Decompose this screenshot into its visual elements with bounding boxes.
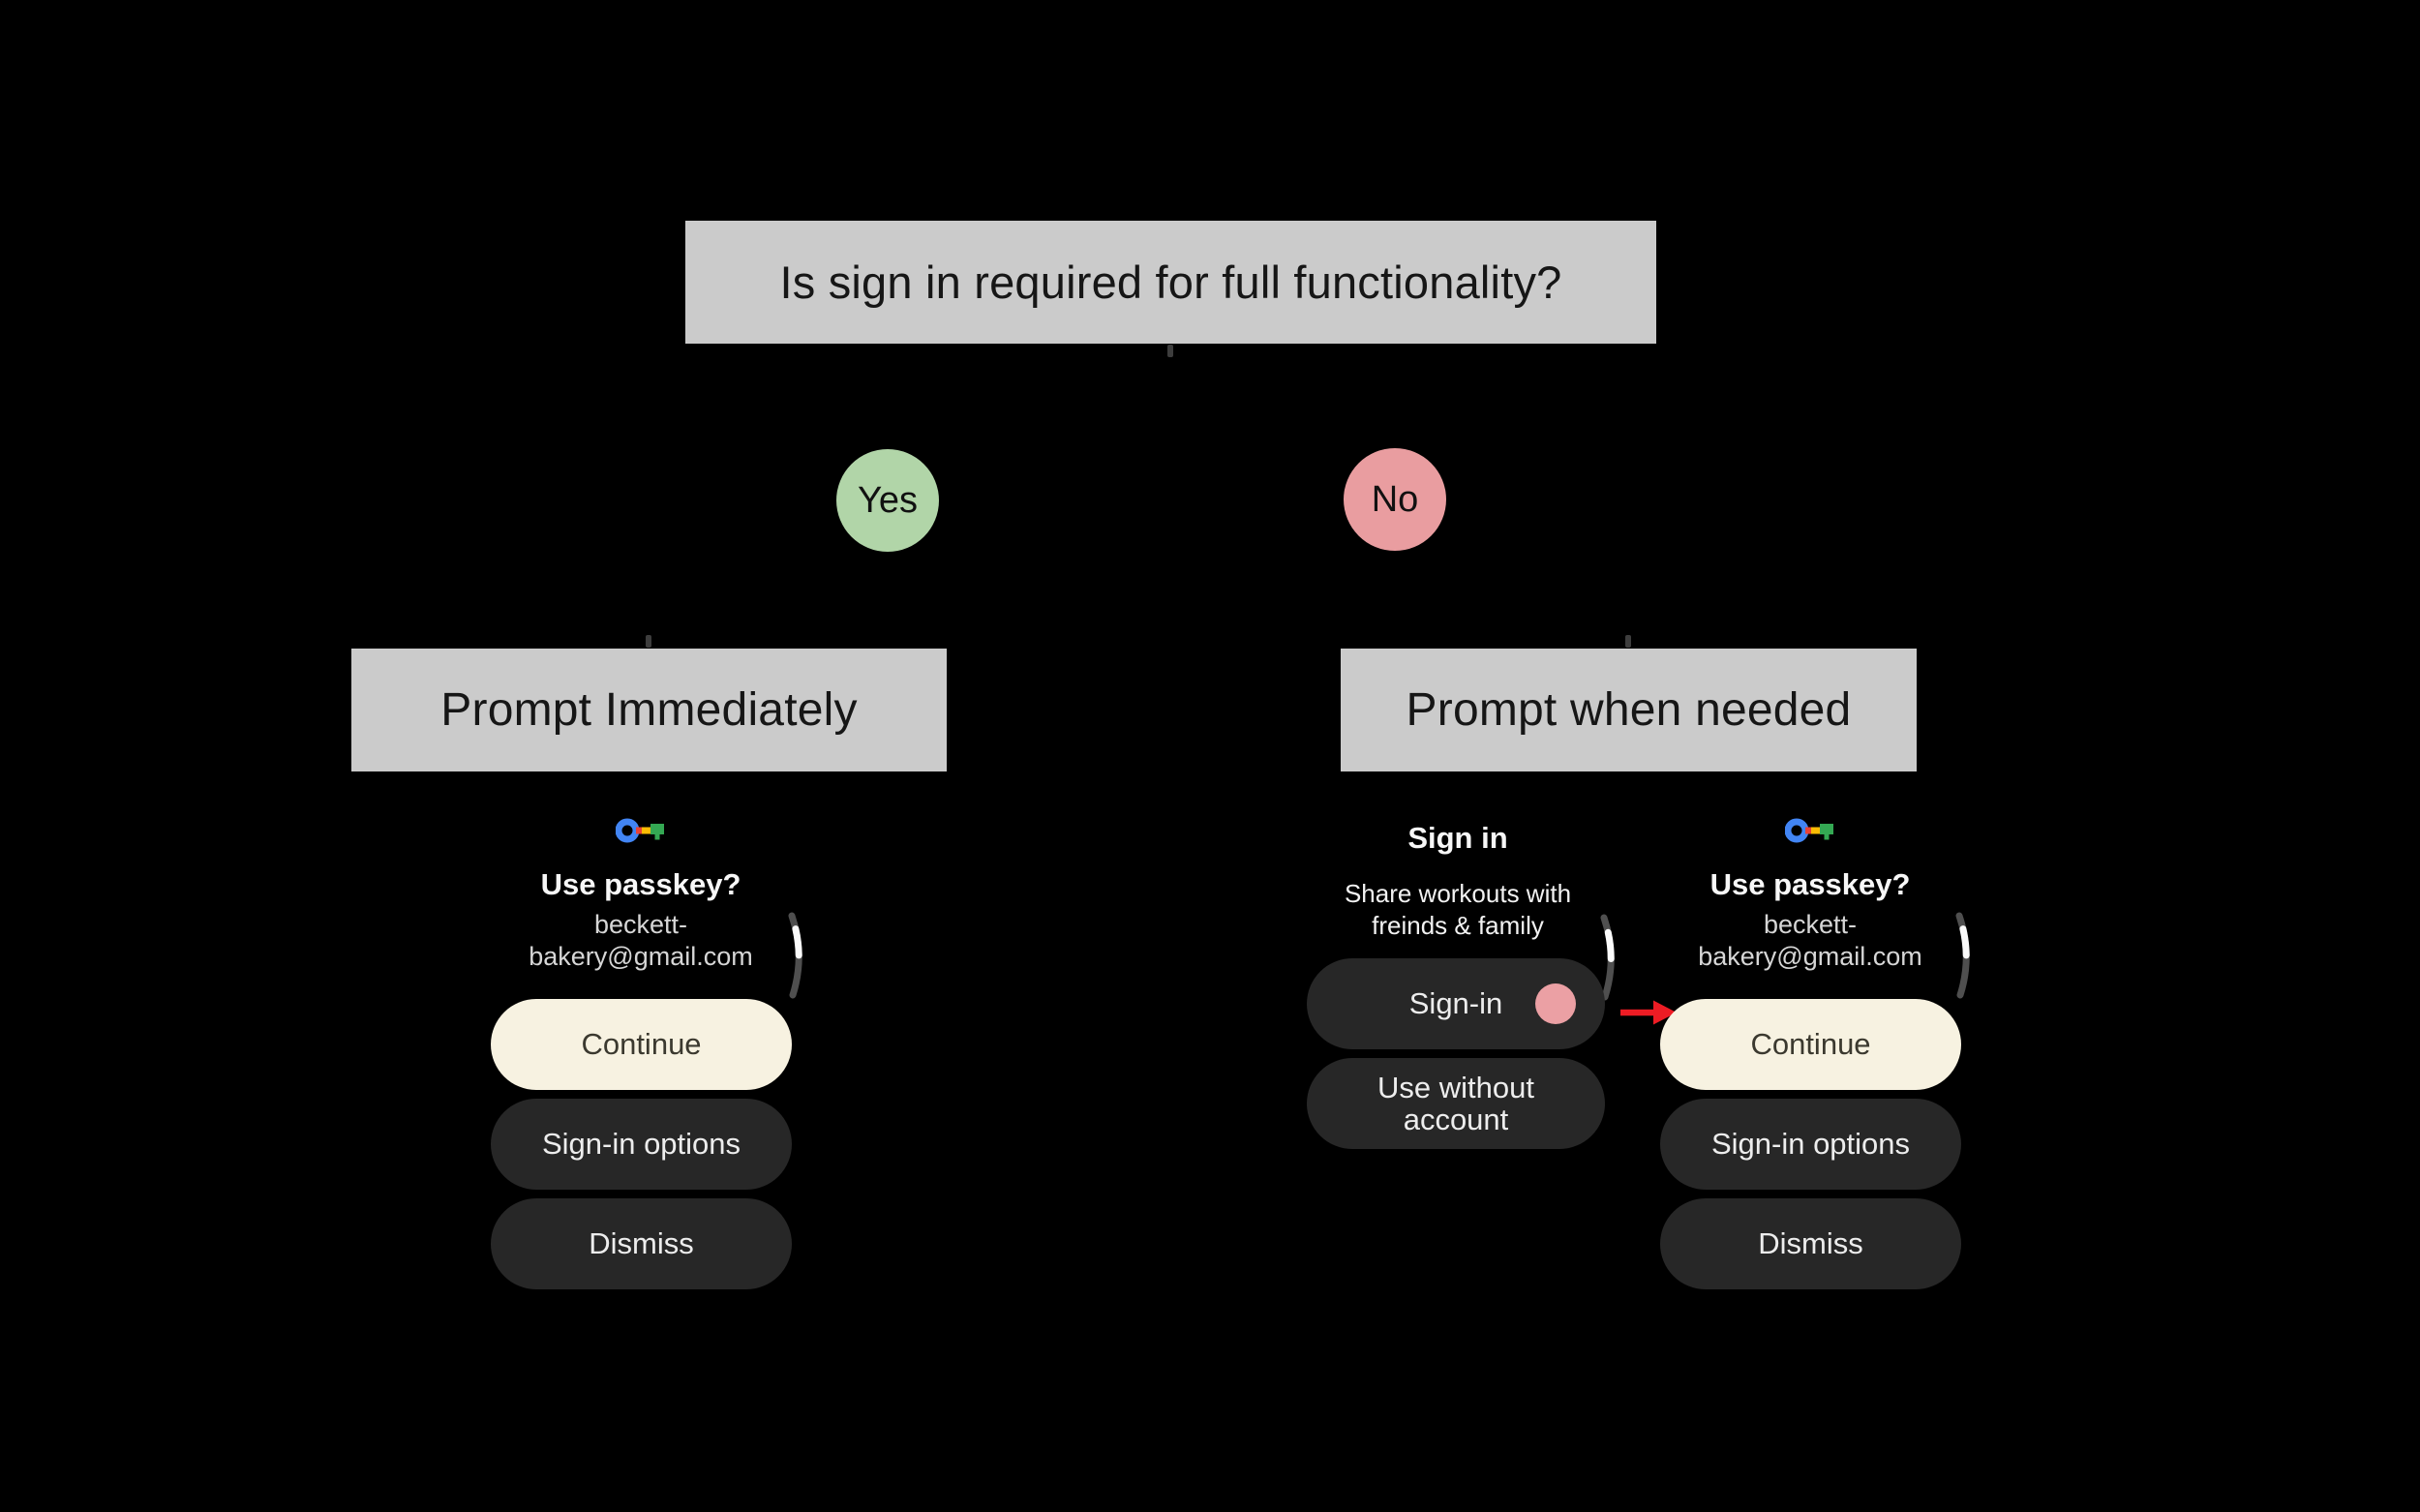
account-email-line2: bakery@gmail.com xyxy=(529,942,753,971)
passkey-title: Use passkey? xyxy=(540,867,741,901)
watch-screen-passkey-immediate: Use passkey? beckett- bakery@gmail.com C… xyxy=(457,803,825,1307)
question-box: Is sign in required for full functionali… xyxy=(685,221,1656,344)
use-without-account-button[interactable]: Use without account xyxy=(1307,1058,1605,1149)
yes-label: Yes xyxy=(858,479,918,521)
scroll-indicator[interactable] xyxy=(1599,914,1620,1001)
subtitle-line1: Share workouts with xyxy=(1344,879,1572,908)
no-label: No xyxy=(1371,478,1419,520)
sign-in-options-button[interactable]: Sign-in options xyxy=(1660,1099,1961,1190)
passkey-icon xyxy=(1785,818,1833,843)
sign-in-button[interactable]: Sign-in xyxy=(1307,958,1605,1049)
continue-button[interactable]: Continue xyxy=(491,999,792,1090)
connector-tip xyxy=(1625,635,1631,648)
scroll-indicator[interactable] xyxy=(1954,912,1976,999)
no-node: No xyxy=(1344,448,1446,551)
watch-screen-sign-in: Sign in Share workouts with freinds & fa… xyxy=(1274,813,1642,1220)
account-email-line1: beckett- xyxy=(1763,910,1858,939)
passkey-title: Use passkey? xyxy=(1709,867,1911,901)
dismiss-button[interactable]: Dismiss xyxy=(491,1198,792,1289)
passkey-icon xyxy=(616,818,664,843)
watch-screen-passkey-when-needed: Use passkey? beckett- bakery@gmail.com C… xyxy=(1626,803,1994,1307)
sign-in-title: Sign in xyxy=(1407,821,1508,855)
connector-tip xyxy=(646,635,651,648)
prompt-immediately-box: Prompt Immediately xyxy=(351,649,947,771)
account-email-line1: beckett- xyxy=(593,910,688,939)
question-text: Is sign in required for full functionali… xyxy=(779,257,1562,308)
account-avatar-dot xyxy=(1535,983,1576,1024)
prompt-when-needed-text: Prompt when needed xyxy=(1406,684,1852,736)
prompt-when-needed-box: Prompt when needed xyxy=(1341,649,1917,771)
sign-in-options-button[interactable]: Sign-in options xyxy=(491,1099,792,1190)
scroll-indicator[interactable] xyxy=(787,912,808,999)
arrow-right-icon xyxy=(1620,1000,1677,1025)
account-email-line2: bakery@gmail.com xyxy=(1698,942,1922,971)
yes-node: Yes xyxy=(836,449,939,552)
connector-tip xyxy=(1167,345,1173,357)
subtitle-line2: freinds & family xyxy=(1372,911,1544,940)
prompt-immediately-text: Prompt Immediately xyxy=(440,684,858,736)
dismiss-button[interactable]: Dismiss xyxy=(1660,1198,1961,1289)
continue-button[interactable]: Continue xyxy=(1660,999,1961,1090)
